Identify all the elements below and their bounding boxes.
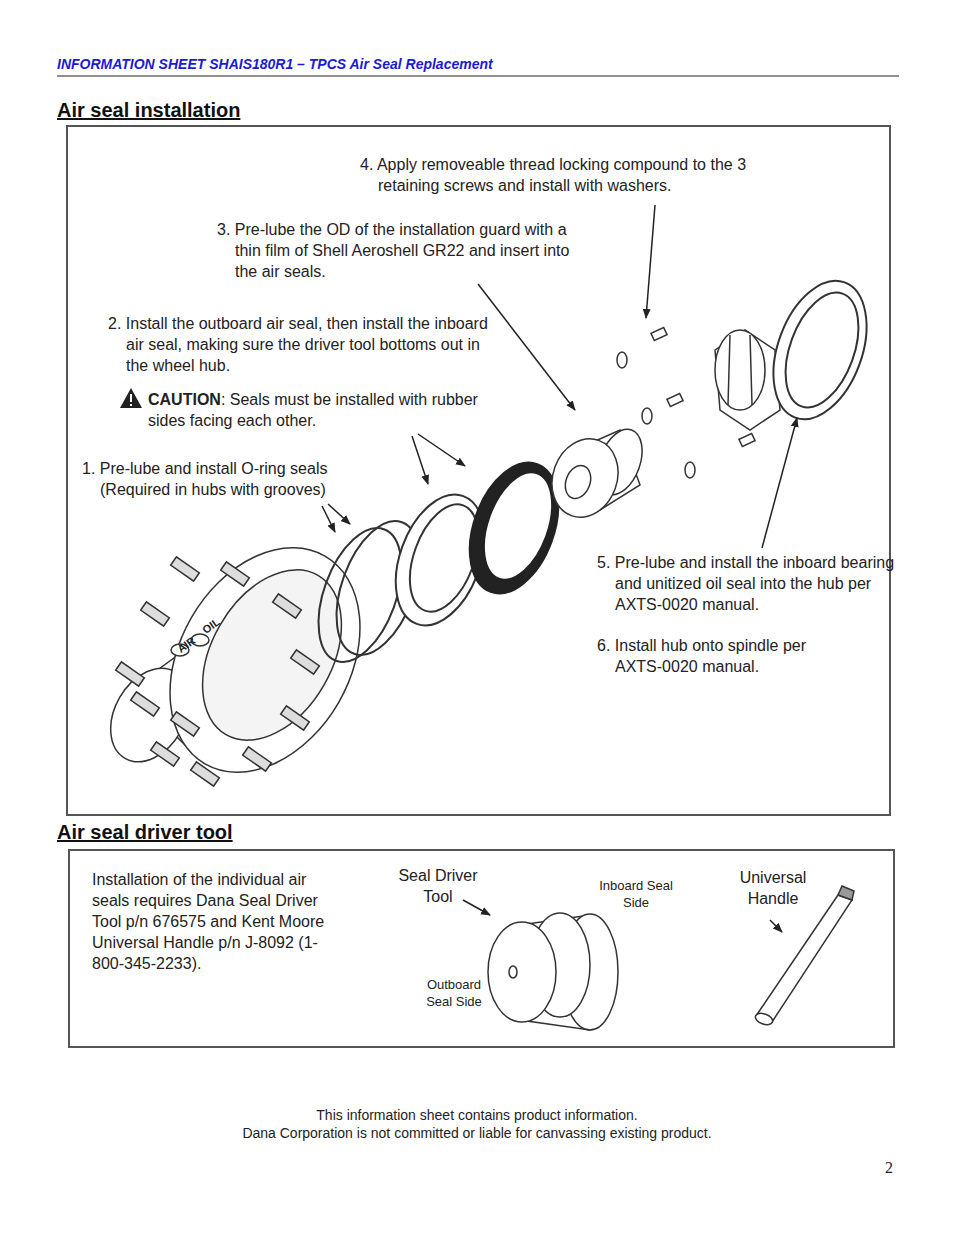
step-note: 2. Install the outboard air seal, then i… <box>108 313 496 376</box>
step-note: 3. Pre-lube the OD of the installation g… <box>217 219 580 282</box>
panel: Air seal driver toolInstallation of the … <box>57 820 897 1050</box>
step-note: 6. Install hub onto spindle per AXTS-002… <box>597 635 845 677</box>
section-heading: Air seal driver tool <box>57 820 233 844</box>
step-note: 4. Apply removeable thread locking compo… <box>360 154 778 196</box>
step-note: 5. Pre-lube and install the inboard bear… <box>597 552 900 615</box>
caution-note: CAUTION: Seals must be installed with ru… <box>148 389 478 431</box>
part-label: Outboard Seal Side <box>414 976 494 1010</box>
caution-label: CAUTION <box>148 391 221 408</box>
section-heading: Air seal installation <box>57 98 240 122</box>
part-label: Seal Driver Tool <box>388 865 488 907</box>
footer-note: This information sheet contains product … <box>0 1107 954 1123</box>
part-label: Universal Handle <box>728 867 818 909</box>
panel: Air seal installation 4. Apply removeable… <box>57 98 893 816</box>
step-note: 1. Pre-lube and install O-ring seals (Re… <box>82 458 390 500</box>
part-label: Inboard Seal Side <box>598 877 674 911</box>
sheet-title: INFORMATION SHEET SHAIS180R1 – TPCS Air … <box>57 56 493 72</box>
tool-note: Installation of the individual air seals… <box>92 869 337 974</box>
page-number: 2 <box>885 1159 893 1177</box>
footer-note: Dana Corporation is not committed or lia… <box>0 1125 954 1141</box>
